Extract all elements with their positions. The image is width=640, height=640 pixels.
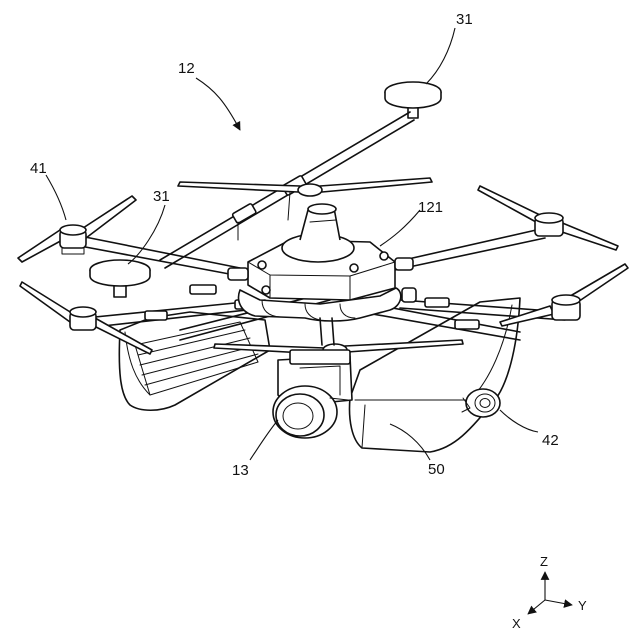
camera-gimbal: [273, 350, 352, 438]
axis-z-label: Z: [540, 554, 548, 569]
axis-x-label: X: [512, 616, 521, 631]
antenna-right: [385, 82, 441, 118]
label-camera: 13: [232, 462, 249, 479]
axis-y-label: Y: [578, 598, 587, 613]
motor-upper-right: [478, 186, 618, 250]
motor-upper-left: [18, 196, 136, 262]
motor-lower-right: [500, 264, 628, 326]
antenna-left: [90, 260, 150, 297]
axis-triad: Z Y X: [512, 554, 587, 631]
label-drone: 12: [178, 60, 195, 77]
label-float: 50: [428, 461, 445, 478]
motor-lower-left: [20, 282, 152, 354]
label-antenna-right: 31: [456, 11, 473, 28]
label-antenna-left: 31: [153, 188, 170, 205]
right-float: [350, 298, 521, 452]
label-motor: 41: [30, 160, 47, 177]
label-side-light: 42: [542, 432, 559, 449]
label-body-top: 121: [418, 199, 443, 216]
